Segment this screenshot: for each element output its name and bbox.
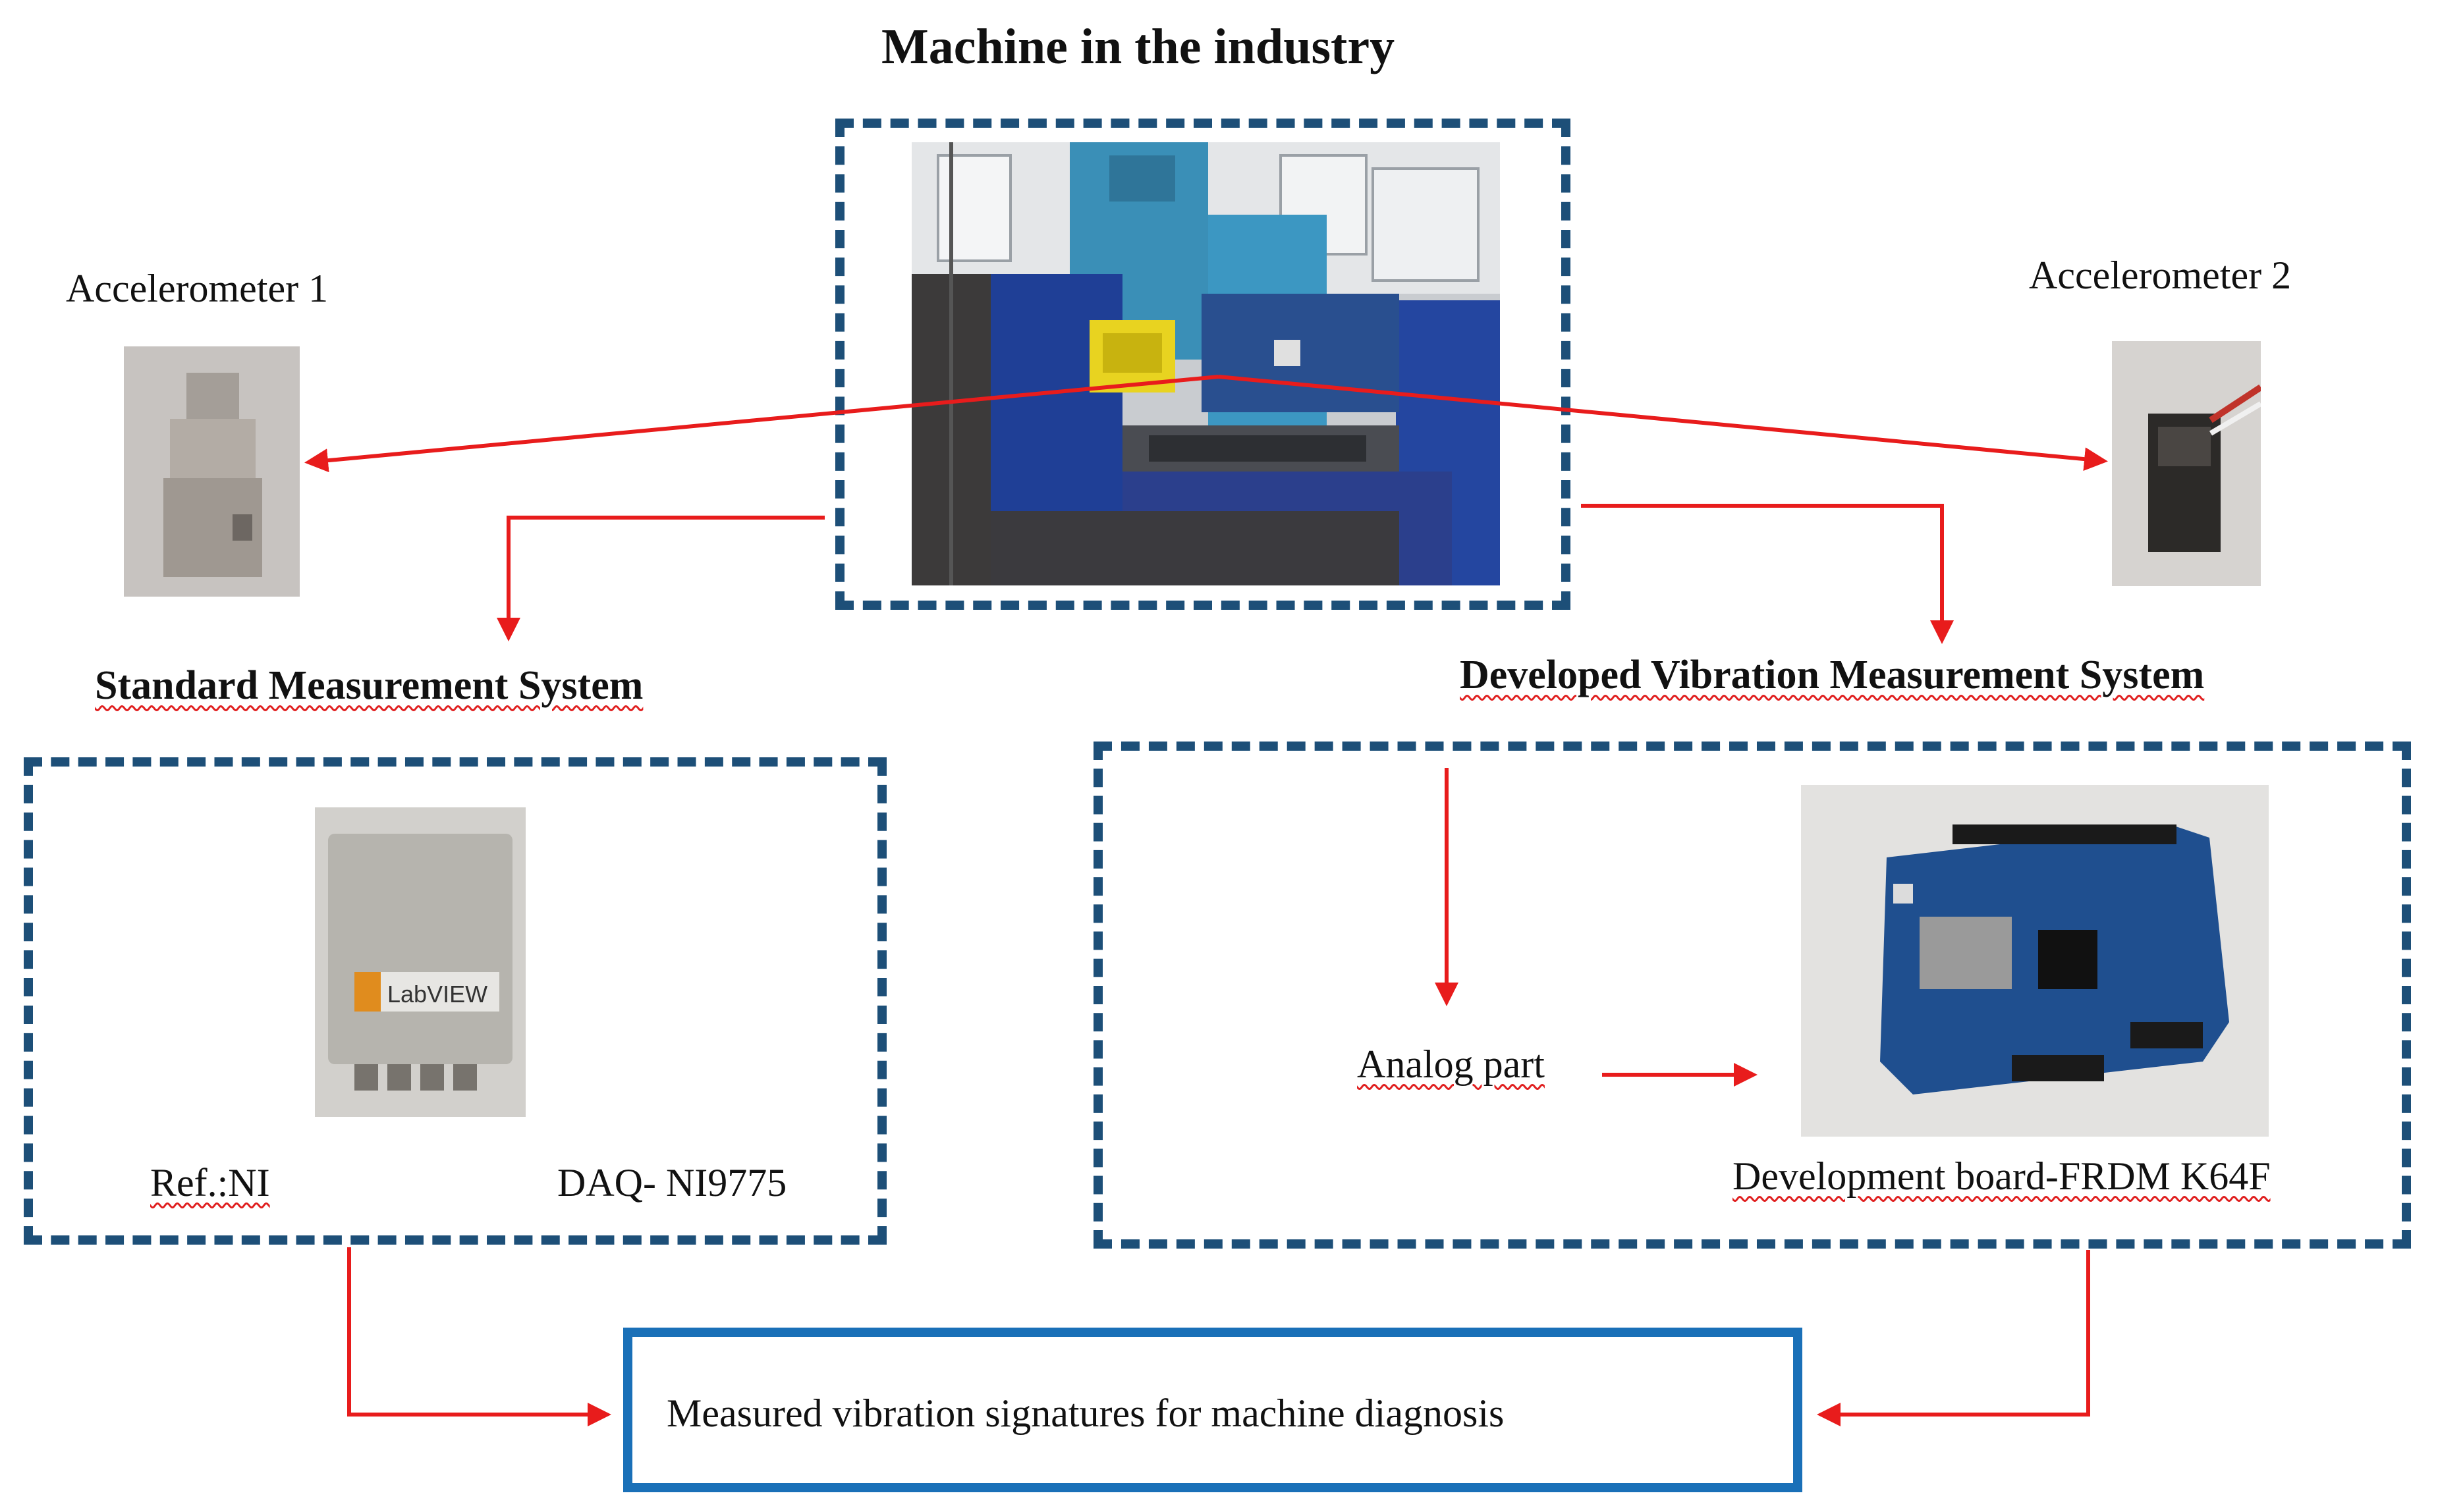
arrow-developed-to-output	[1817, 1250, 2090, 1426]
output-box	[623, 1328, 1802, 1492]
ni-daq-device-brand: LabVIEW	[387, 981, 487, 1008]
standard-system-heading: Standard Measurement System	[95, 663, 644, 708]
diagram-title: Machine in the industry	[881, 19, 1395, 74]
standard-system-box	[24, 757, 887, 1245]
machine-photo	[912, 142, 1500, 585]
accelerometer-1-photo	[124, 346, 300, 597]
arrow-machine-to-accel-2	[1218, 375, 2108, 472]
analog-part-label: Analog part	[1357, 1042, 1545, 1086]
accelerometer-1-label: Accelerometer 1	[66, 267, 329, 310]
ref-label: Ref.:NI	[150, 1161, 270, 1204]
output-label: Measured vibration signatures for machin…	[667, 1391, 1505, 1435]
developed-system-heading: Developed Vibration Measurement System	[1460, 653, 2205, 697]
board-label: Development board-FRDM K64F	[1732, 1154, 2271, 1198]
ni-daq-photo: LabVIEW	[315, 807, 526, 1117]
accelerometer-2-photo	[2112, 341, 2261, 586]
accelerometer-2-label: Accelerometer 2	[2029, 254, 2292, 297]
arrow-machine-to-standard	[497, 516, 825, 641]
arrow-machine-to-developed	[1581, 504, 1954, 644]
machine-box	[835, 119, 1570, 610]
arrow-machine-to-accel-1	[304, 375, 1219, 473]
frdm-board-photo	[1801, 785, 2269, 1137]
arrow-standard-to-output	[347, 1247, 611, 1426]
daq-label: DAQ- NI9775	[557, 1161, 787, 1204]
developed-system-box	[1094, 742, 2411, 1249]
